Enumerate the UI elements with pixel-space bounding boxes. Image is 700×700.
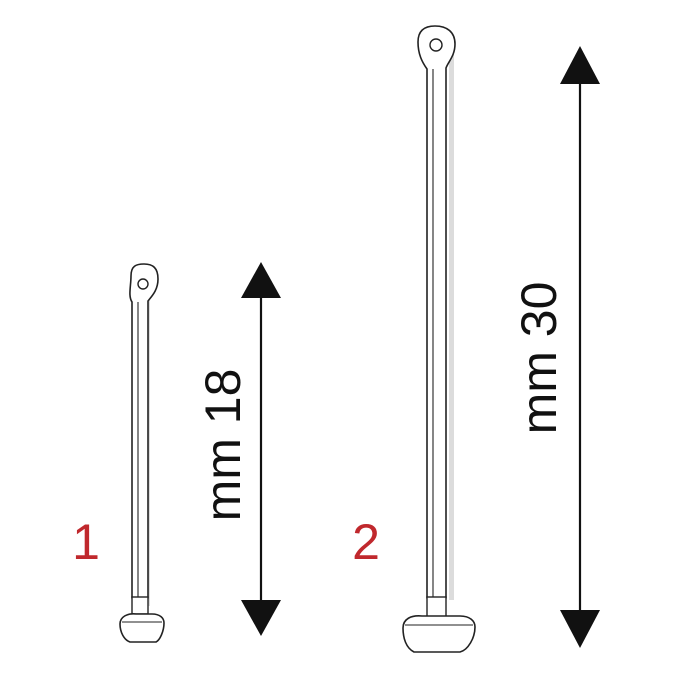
pin-1 bbox=[119, 263, 165, 643]
arrowhead-down-2 bbox=[560, 610, 600, 648]
dimension-arrow-2 bbox=[560, 46, 600, 648]
pin-2-eyelet bbox=[429, 38, 443, 52]
pin-1-collar bbox=[131, 596, 149, 615]
pin-2-foot bbox=[402, 615, 476, 653]
item-1-measure-label: mm 18 bbox=[195, 369, 251, 522]
pin-1-head bbox=[129, 263, 159, 599]
arrowhead-up-2 bbox=[560, 46, 600, 84]
dimension-arrow-1 bbox=[241, 262, 281, 636]
pin-2-shadow bbox=[449, 50, 454, 600]
item-1-index-label: 1 bbox=[72, 514, 100, 570]
arrowhead-down-1 bbox=[241, 600, 281, 636]
item-2-index-label: 2 bbox=[352, 514, 380, 570]
pin-2-head bbox=[417, 25, 456, 599]
pin-1-foot bbox=[119, 613, 165, 643]
pin-1-eyelet bbox=[137, 278, 149, 290]
pin-2 bbox=[402, 25, 476, 653]
pin-2-collar bbox=[426, 596, 447, 618]
arrowhead-up-1 bbox=[241, 262, 281, 298]
item-2-measure-label: mm 30 bbox=[511, 282, 567, 435]
